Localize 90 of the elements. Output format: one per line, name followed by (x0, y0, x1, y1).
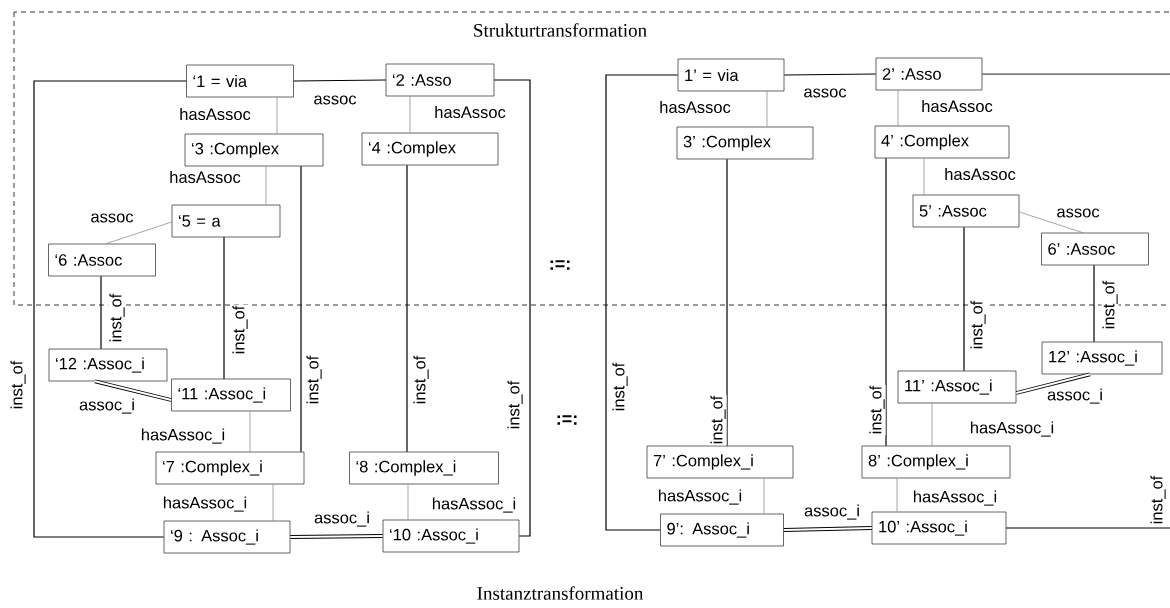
object-box: ‘11 :Assoc_i (171, 378, 291, 412)
connector-line (289, 534, 384, 539)
connector-line (300, 165, 302, 453)
connector-line (1015, 372, 1091, 395)
edge-label: inst_of (9, 359, 27, 411)
object-box: ‘10 :Assoc_i (382, 519, 520, 553)
edge-label: hasAssoc (178, 106, 252, 122)
connector-line (896, 477, 898, 513)
edge-label: hasAssoc (920, 98, 994, 114)
connector-line (766, 90, 768, 128)
edge-label: hasAssoc (658, 99, 732, 115)
caption: Instanztransformation (477, 586, 644, 600)
edge-label: assoc (89, 212, 135, 224)
operator-symbol: :=: (557, 415, 577, 425)
object-box: 6’ :Assoc (1041, 232, 1149, 266)
connector-line (407, 483, 409, 521)
connector-line (100, 275, 102, 350)
object-box: ‘8 :Complex_i (349, 451, 499, 485)
edge-label: assoc (1055, 207, 1101, 219)
edge-label: inst_of (231, 304, 249, 356)
object-box: 5’ :Assoc (912, 194, 1020, 228)
connector-line (726, 158, 728, 447)
object-box: ‘9 : Assoc_i (163, 520, 291, 554)
connector-line (94, 379, 173, 402)
edge-label: assoc (312, 94, 358, 106)
connector-line (223, 236, 225, 380)
edge-label: hasAssoc_i (430, 496, 518, 514)
edge-label: hasAssoc (168, 169, 242, 185)
edge-label: hasAssoc_i (911, 489, 999, 507)
edge-label: inst_of (1149, 474, 1167, 526)
edge-label: hasAssoc (433, 104, 507, 120)
edge-label: inst_of (868, 384, 886, 436)
connector-line (885, 157, 887, 447)
connector-line (1093, 264, 1095, 343)
edge-label: hasAssoc_i (161, 495, 249, 513)
edge-label: inst_of (305, 354, 323, 406)
object-box: ‘4 :Complex (361, 132, 499, 166)
edge-label: hasAssoc (943, 166, 1017, 182)
connector-line (783, 73, 877, 76)
connector-line (763, 477, 765, 515)
edge-label: assoc_i (1046, 387, 1104, 405)
object-box: 12’ :Assoc_i (1041, 341, 1163, 375)
object-box: ‘12 :Assoc_i (48, 348, 168, 382)
edge-label: inst_of (709, 394, 727, 446)
object-box: ‘3 :Complex (184, 133, 324, 167)
object-box: ‘1 = via (186, 64, 294, 98)
operator-symbol: :=: (550, 260, 570, 270)
connector-line (963, 226, 965, 372)
connector-line (406, 164, 408, 453)
object-box: ‘7 :Complex_i (155, 451, 305, 485)
connector-line (272, 483, 274, 522)
object-box: ‘2 :Asso (385, 63, 495, 97)
object-box: ‘6 :Assoc (48, 243, 156, 277)
object-box: ‘5 = a (171, 204, 281, 238)
connector-line (265, 165, 267, 206)
connector-line (981, 73, 1170, 529)
object-box: 3’ :Complex (676, 126, 814, 160)
connector-line (923, 157, 925, 196)
connector-line (276, 96, 278, 135)
edge-label: inst_of (412, 354, 430, 406)
edge-label: inst_of (506, 379, 524, 431)
edge-label: assoc_i (803, 503, 861, 521)
edge-label: hasAssoc_i (139, 427, 227, 445)
connector-line (493, 79, 531, 537)
connector-line (293, 79, 387, 82)
connector-line (409, 95, 411, 134)
edge-label: hasAssoc_i (656, 488, 744, 506)
connector-line (33, 80, 187, 538)
object-box: 11’ :Assoc_i (897, 370, 1017, 404)
edge-label: inst_of (1101, 279, 1119, 331)
connector-line (897, 89, 899, 127)
connector-line (105, 221, 173, 245)
edge-label: assoc_i (78, 397, 136, 415)
object-box: 4’ :Complex (874, 125, 1010, 159)
connector-line (605, 74, 679, 531)
object-box: 10’ :Assoc_i (871, 511, 1007, 545)
edge-label: inst_of (611, 361, 629, 413)
edge-label: assoc (802, 87, 848, 99)
edge-label: assoc_i (313, 510, 371, 528)
connector-line (782, 526, 873, 532)
connector-line (1018, 211, 1084, 234)
connector-line (931, 402, 933, 447)
object-box: 2’ :Asso (875, 57, 983, 91)
connector-line (249, 410, 251, 453)
object-box: 9’: Assoc_i (660, 513, 784, 547)
object-box: 8’ :Complex_i (861, 445, 1011, 479)
edge-label: inst_of (108, 292, 126, 344)
edge-label: hasAssoc_i (968, 420, 1056, 438)
object-box: 1’ = via (677, 58, 785, 92)
edge-label: inst_of (969, 299, 987, 351)
